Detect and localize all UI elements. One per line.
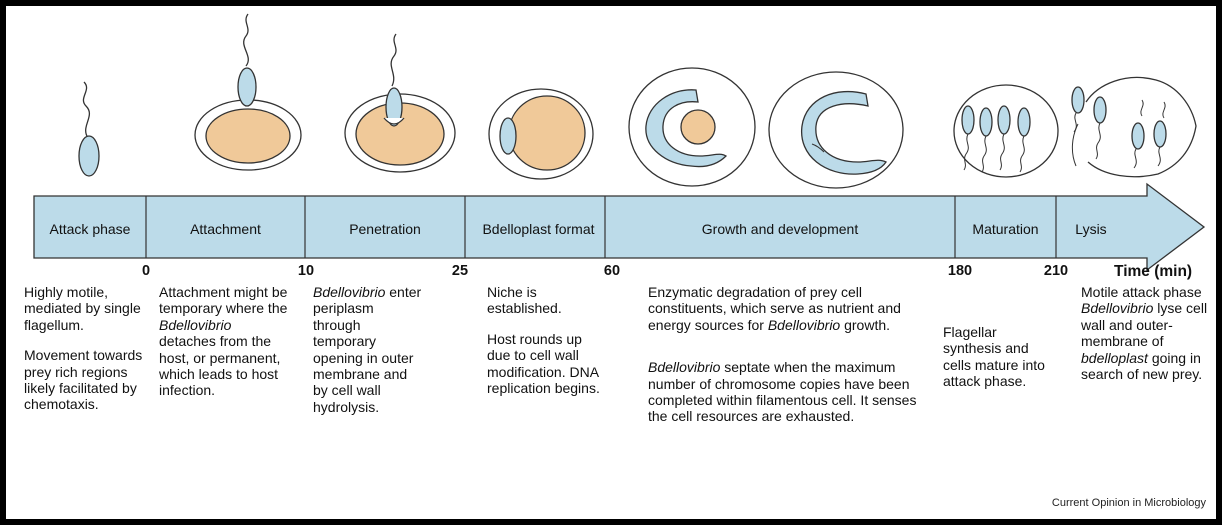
attack-phase-bacterium bbox=[79, 82, 99, 176]
desc-paragraph: Niche is established. bbox=[487, 284, 605, 317]
figure-credit: Current Opinion in Microbiology bbox=[1052, 497, 1206, 509]
phase-label-lysis: Lysis bbox=[1056, 202, 1126, 256]
lysis-cell bbox=[1072, 77, 1196, 176]
time-tick: 210 bbox=[1044, 263, 1068, 279]
time-tick: 180 bbox=[948, 263, 972, 279]
desc-paragraph: Highly motile, mediated by single flagel… bbox=[24, 284, 152, 333]
time-axis-label: Time (min) bbox=[1114, 263, 1192, 281]
desc-lysis: Motile attack phase Bdellovibrio lyse ce… bbox=[1081, 284, 1216, 382]
desc-paragraph: Flagellar synthesis and cells mature int… bbox=[943, 324, 1051, 390]
desc-attachment: Attachment might be temporary where the … bbox=[159, 284, 291, 413]
desc-paragraph: Motile attack phase Bdellovibrio lyse ce… bbox=[1081, 284, 1216, 382]
phase-label-growth: Growth and development bbox=[605, 202, 955, 256]
desc-paragraph: Attachment might be temporary where the … bbox=[159, 284, 291, 399]
phase-label-bdelloplast: Bdelloplast format bbox=[476, 202, 601, 256]
time-tick: 25 bbox=[452, 263, 468, 279]
growth-cell-2 bbox=[769, 72, 903, 188]
desc-paragraph: Host rounds up due to cell wall modifica… bbox=[487, 331, 605, 397]
phase-label-maturation: Maturation bbox=[955, 202, 1056, 256]
desc-bdelloplast: Niche is established. Host rounds up due… bbox=[487, 284, 605, 410]
desc-paragraph: Enzymatic degradation of prey cell const… bbox=[648, 284, 920, 333]
time-tick: 60 bbox=[604, 263, 620, 279]
penetration-cell bbox=[345, 34, 455, 172]
phase-label-penetration: Penetration bbox=[305, 202, 465, 256]
attachment-cell bbox=[195, 14, 301, 170]
desc-penetration: Bdellovibrio enter periplasm through tem… bbox=[313, 284, 425, 429]
phase-label-attachment: Attachment bbox=[146, 202, 305, 256]
desc-attack: Highly motile, mediated by single flagel… bbox=[24, 284, 152, 427]
desc-paragraph: Bdellovibrio enter periplasm through tem… bbox=[313, 284, 425, 415]
growth-cell-1 bbox=[629, 68, 755, 186]
maturation-cell bbox=[954, 85, 1058, 177]
time-tick: 10 bbox=[298, 263, 314, 279]
desc-maturation: Flagellar synthesis and cells mature int… bbox=[943, 324, 1051, 404]
phase-label-attack: Attack phase bbox=[34, 202, 146, 256]
desc-paragraph: Bdellovibrio septate when the maximum nu… bbox=[648, 359, 920, 425]
desc-growth: Enzymatic degradation of prey cell const… bbox=[648, 284, 920, 439]
time-tick: 0 bbox=[142, 263, 150, 279]
bdelloplast-cell bbox=[489, 89, 593, 179]
desc-paragraph: Movement towards prey rich regions likel… bbox=[24, 347, 152, 413]
